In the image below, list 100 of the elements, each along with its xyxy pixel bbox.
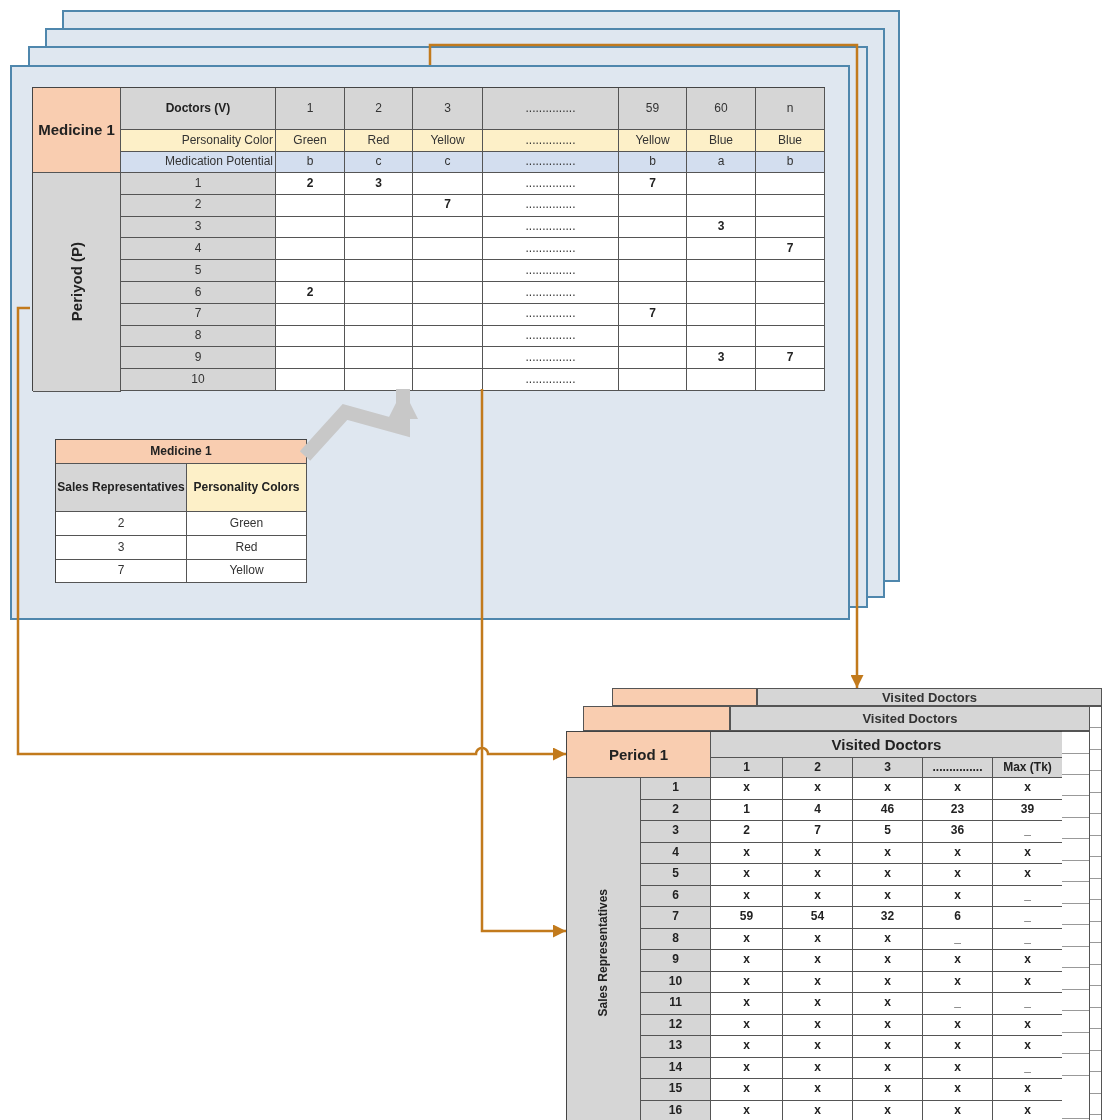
table-cell: 3 — [687, 347, 756, 370]
table-cell: 7 — [413, 194, 483, 217]
header-cell: a — [687, 152, 756, 173]
table-cell: x — [853, 1036, 923, 1058]
header-cell: 10 — [121, 369, 276, 391]
header-cell: 5 — [641, 864, 711, 886]
header-cell: Sales Representatives — [56, 464, 187, 512]
header-cell: 7 — [641, 907, 711, 929]
table-cell: x — [711, 842, 783, 864]
connector-arrow — [16, 306, 566, 761]
table-cell: x — [783, 1079, 853, 1101]
table-cell: x — [711, 928, 783, 950]
table-cell: 3 — [56, 536, 187, 560]
sheet-panel — [10, 65, 850, 620]
table-cell: x — [783, 842, 853, 864]
table-cell: x — [711, 1057, 783, 1079]
header-cell: Doctors (V) — [121, 88, 276, 130]
table-cell: x — [923, 971, 993, 993]
zigzag-arrow — [299, 389, 418, 461]
header-cell: 4 — [121, 238, 276, 261]
table-cell: 23 — [923, 799, 993, 821]
table-cell: ............... — [483, 173, 619, 195]
table-cell: _ — [923, 928, 993, 950]
table-cell: x — [853, 1079, 923, 1101]
header-cell: 6 — [641, 885, 711, 907]
table-cell: ............... — [483, 325, 619, 348]
table-cell: 7 — [783, 821, 853, 843]
table-cell: ............... — [483, 369, 619, 391]
table-cell: x — [923, 842, 993, 864]
table-cell: x — [783, 993, 853, 1015]
header-cell: Max (Tk) — [993, 758, 1063, 778]
table-cell: x — [853, 1014, 923, 1036]
header-cell: 4 — [641, 842, 711, 864]
header-cell: 3 — [121, 216, 276, 239]
table-cell: 54 — [783, 907, 853, 929]
table-cell: x — [711, 971, 783, 993]
header-cell: 59 — [619, 88, 687, 130]
table-cell: 4 — [783, 799, 853, 821]
table-cell: x — [783, 864, 853, 886]
header-cell: Green — [276, 130, 345, 152]
header-cell: b — [756, 152, 825, 173]
header-cell: 16 — [641, 1100, 711, 1120]
header-cell: 5 — [121, 260, 276, 282]
table-cell: 36 — [923, 821, 993, 843]
table-cell: ............... — [483, 303, 619, 326]
table-cell: 7 — [756, 347, 825, 370]
table-cell: x — [923, 1036, 993, 1058]
header-cell: ............... — [923, 758, 993, 778]
header-cell: Blue — [756, 130, 825, 152]
table-cell: x — [783, 971, 853, 993]
table-cell: x — [853, 885, 923, 907]
header-cell: Medication Potential — [121, 152, 276, 173]
table-cell: _ — [923, 993, 993, 1015]
header-cell: 2 — [783, 758, 853, 778]
header-cell: 15 — [641, 1079, 711, 1101]
header-cell: 60 — [687, 88, 756, 130]
header-cell: Yellow — [413, 130, 483, 152]
header-cell: 13 — [641, 1036, 711, 1058]
header-cell: n — [756, 88, 825, 130]
table-cell: 2 — [276, 173, 345, 195]
header-cell: c — [413, 152, 483, 173]
header-cell: 10 — [641, 971, 711, 993]
header-cell: 6 — [121, 282, 276, 304]
header-cell: c — [345, 152, 413, 173]
connector-arrow — [428, 43, 864, 688]
table-cell: x — [853, 993, 923, 1015]
header-cell: 1 — [121, 173, 276, 195]
table-cell: 2 — [711, 821, 783, 843]
header-cell: 12 — [641, 1014, 711, 1036]
table-cell: 32 — [853, 907, 923, 929]
header-cell: 1 — [276, 88, 345, 130]
header-cell: Medicine 1 — [56, 440, 307, 464]
table-cell: x — [923, 1014, 993, 1036]
table-cell: ............... — [483, 216, 619, 239]
table-cell: x — [923, 885, 993, 907]
table-cell: x — [783, 950, 853, 972]
table-cell: x — [783, 928, 853, 950]
header-cell: 2 — [121, 194, 276, 217]
header-cell: 14 — [641, 1057, 711, 1079]
table-cell: ............... — [483, 260, 619, 282]
table-cell: x — [711, 1014, 783, 1036]
header-cell: 2 — [641, 799, 711, 821]
table-cell: 1 — [711, 799, 783, 821]
table-cell: x — [923, 778, 993, 800]
table-cell: x — [711, 1079, 783, 1101]
header-cell: Sales Representatives — [567, 778, 641, 1120]
table-cell: x — [853, 842, 923, 864]
header-cell: b — [619, 152, 687, 173]
header-cell: Personality Color — [121, 130, 276, 152]
header-cell: 1 — [641, 778, 711, 800]
header-cell: 9 — [121, 347, 276, 370]
header-cell: Visited Doctors — [757, 688, 1102, 706]
table-cell: x — [711, 864, 783, 886]
header-cell: 7 — [121, 303, 276, 326]
table-cell: 7 — [756, 238, 825, 261]
header-cell: 2 — [345, 88, 413, 130]
table-cell: x — [783, 885, 853, 907]
header-cell: 11 — [641, 993, 711, 1015]
table-cell: x — [783, 1057, 853, 1079]
table-cell: 2 — [276, 282, 345, 304]
